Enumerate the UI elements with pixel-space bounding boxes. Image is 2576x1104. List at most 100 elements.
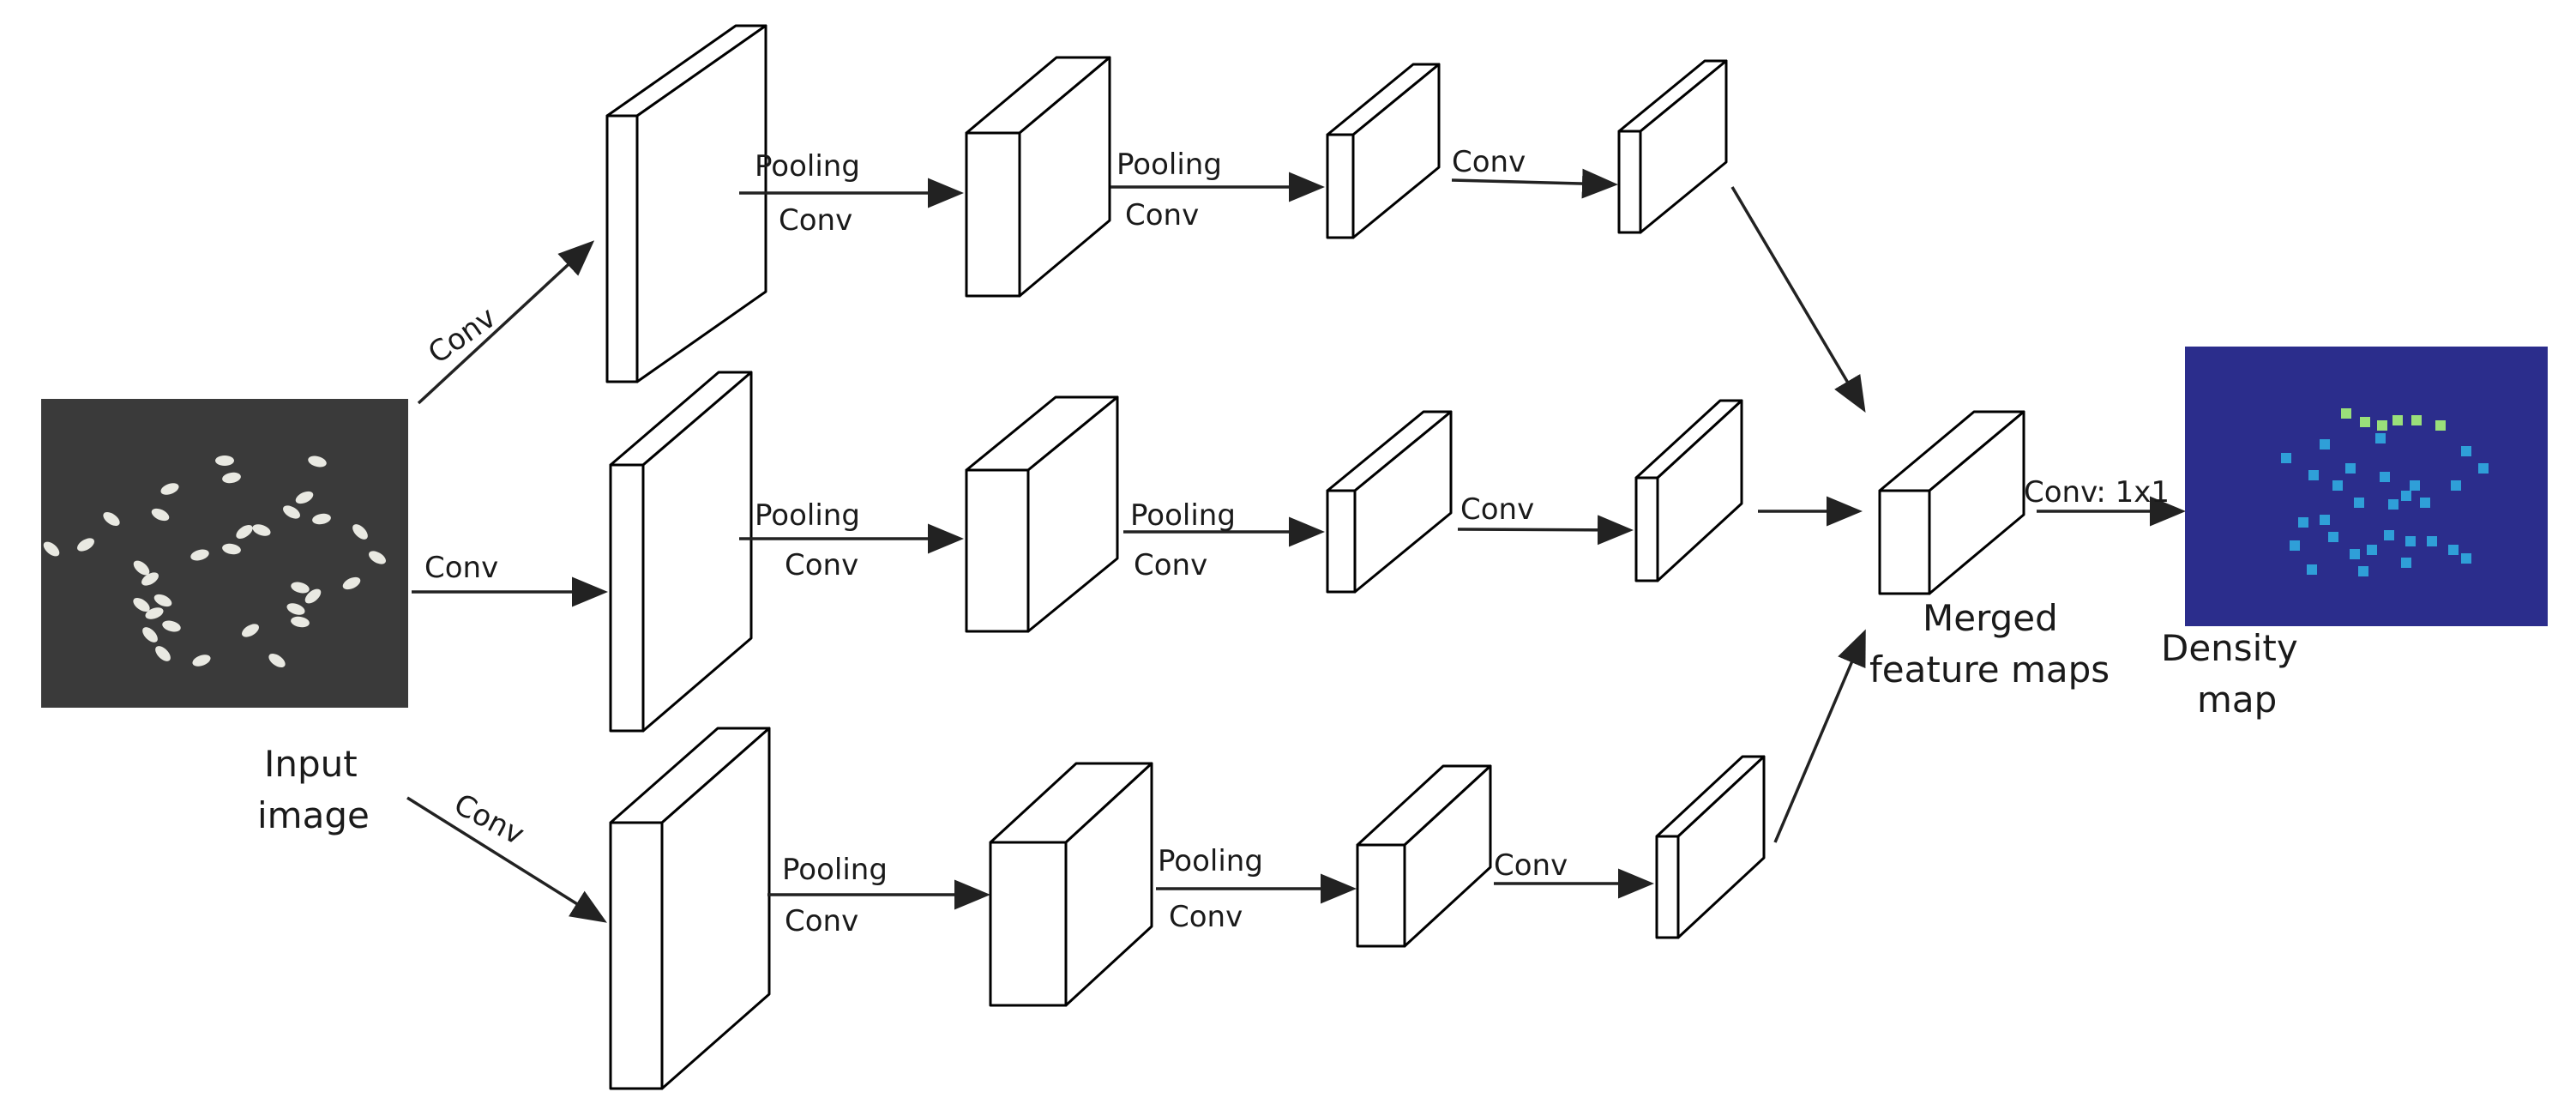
arrow-middle-3-4 (1457, 515, 1634, 546)
label-conv-middle-1: Conv (785, 548, 858, 582)
density-map (2185, 347, 2548, 626)
label-conv-bottom-2: Conv (1169, 900, 1243, 934)
box-middle-4-front-face (1634, 476, 1659, 582)
label-pooling-top-2: Pooling (1116, 148, 1222, 182)
rice-grain (133, 598, 150, 612)
caption-merged-line2: feature maps (1869, 649, 2110, 691)
box-bottom-3 (1356, 764, 1492, 948)
density-point (2307, 564, 2317, 575)
density-point (2320, 515, 2330, 525)
box-merged-front-face (1878, 489, 1931, 595)
density-point (2401, 558, 2411, 568)
label-conv-1x1: Conv: 1x1 (2024, 475, 2170, 510)
label-conv-bottom-3: Conv (1494, 848, 1568, 883)
rice-grain (192, 655, 211, 667)
density-point (2328, 532, 2338, 542)
density-point (2384, 530, 2394, 540)
label-pooling-middle-1: Pooling (755, 498, 860, 533)
rice-grain (352, 524, 368, 540)
density-point (2345, 463, 2356, 474)
box-middle-2-front-face (965, 468, 1030, 633)
rice-grain (252, 524, 271, 536)
rice-grain (103, 512, 120, 526)
density-points (2281, 408, 2489, 576)
label-conv-middle-2: Conv (1134, 548, 1207, 582)
density-hot-point (2411, 415, 2422, 425)
density-point (2281, 453, 2291, 463)
label-conv-top-3: Conv (1452, 145, 1526, 179)
input-image (41, 399, 408, 708)
rice-grain (242, 624, 259, 637)
density-point (2401, 491, 2411, 501)
box-merged (1878, 410, 2025, 595)
box-bottom-4 (1655, 755, 1766, 939)
density-point (2332, 480, 2343, 491)
density-point (2320, 439, 2330, 449)
rice-grain (190, 549, 209, 561)
rice-grain (133, 560, 150, 576)
density-hot-point (2435, 420, 2446, 431)
density-map-background (2185, 347, 2548, 626)
rice-grain (369, 551, 386, 564)
rice-grain (291, 616, 310, 628)
density-hot-point (2392, 415, 2403, 425)
density-point (2405, 536, 2416, 546)
caption-density-line2: map (2197, 679, 2277, 721)
density-point (2478, 463, 2489, 474)
rice-grain (308, 455, 327, 468)
density-point (2410, 480, 2420, 491)
box-middle-4 (1634, 399, 1743, 582)
rice-grain (162, 620, 181, 632)
density-point (2354, 498, 2364, 508)
label-conv-middle-3: Conv (1460, 492, 1534, 527)
density-point (2461, 553, 2471, 564)
input-image-photo (41, 399, 408, 708)
arrow-input-to-bottom (406, 796, 607, 923)
rice-grain (155, 646, 171, 661)
box-bottom-1-front-face (609, 821, 664, 1090)
arrow-top-3-4 (1451, 168, 1618, 199)
label-conv-top-input: Conv (422, 300, 503, 371)
caption-input-line1: Input (264, 743, 358, 785)
rice-grain (141, 572, 159, 586)
box-bottom-1 (609, 727, 771, 1090)
rice-grain (304, 588, 322, 604)
density-point (2461, 446, 2471, 456)
box-top-3 (1326, 63, 1441, 239)
box-middle-1 (609, 371, 753, 733)
rice-grain (142, 627, 158, 642)
rice-grain (160, 483, 179, 495)
arrow-top-to-merged (1730, 186, 1866, 413)
caption-input-line2: image (257, 794, 370, 836)
density-hot-point (2341, 408, 2351, 419)
box-middle-1-front-face (609, 463, 645, 733)
density-point (2375, 433, 2386, 443)
density-point (2367, 545, 2377, 555)
density-point (2290, 540, 2300, 551)
density-point (2420, 498, 2430, 508)
label-pooling-bottom-1: Pooling (782, 853, 888, 887)
box-top-4-front-face (1617, 130, 1642, 234)
arrow-input-to-top (417, 240, 595, 405)
density-point (2388, 499, 2398, 510)
feature-map-boxes (605, 24, 2025, 1090)
box-top-1-front-face (605, 114, 639, 383)
box-bottom-4-front-face (1655, 835, 1680, 939)
box-top-2 (965, 56, 1111, 298)
arrow-bottom-to-merged (1773, 629, 1866, 843)
label-conv-bottom-1: Conv (785, 904, 858, 938)
density-point (2350, 549, 2360, 559)
density-point (2448, 545, 2459, 555)
rice-grain (291, 582, 310, 594)
density-point (2308, 470, 2319, 480)
label-conv-top-2: Conv (1125, 198, 1199, 232)
box-top-2-front-face (965, 131, 1021, 298)
rice-grain (236, 525, 253, 539)
arrows (406, 168, 2186, 923)
box-bottom-2 (989, 762, 1153, 1007)
rice-grain (151, 508, 170, 522)
caption-density-line1: Density (2161, 627, 2298, 669)
rice-grain (312, 513, 331, 525)
density-point (2358, 566, 2368, 576)
